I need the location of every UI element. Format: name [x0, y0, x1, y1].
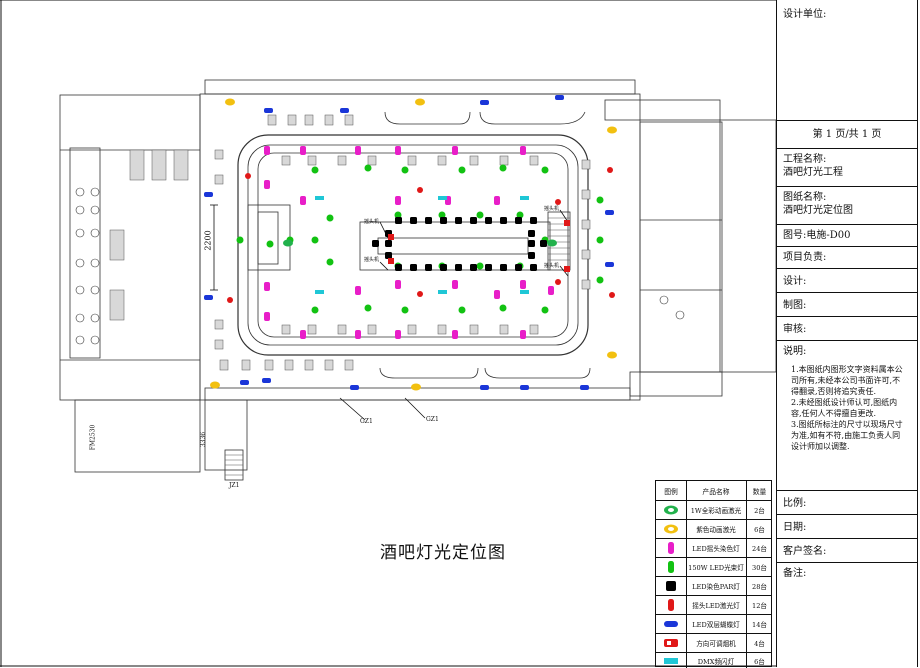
- project-name-label: 工程名称:: [783, 154, 827, 165]
- control-label: 摇头机: [544, 263, 560, 269]
- legend-item-name: 摇头LED激光灯: [686, 596, 747, 614]
- remarks-field: 备注:: [777, 562, 917, 667]
- legend-item-name: 1W全彩动画激光: [686, 501, 747, 519]
- review-field: 审核:: [777, 316, 917, 340]
- fm-label: FM2530: [89, 424, 97, 451]
- legend-row: DMX频闪灯 6台: [656, 652, 771, 668]
- strobe-icon: [664, 657, 678, 664]
- note-line: 容,任何人不得擅自更改.: [791, 409, 877, 418]
- legend-item-qty: 14台: [752, 621, 767, 629]
- legend-item-qty: 4台: [754, 640, 765, 648]
- beam-light-icon: [668, 561, 674, 573]
- legend-item-qty: 12台: [752, 602, 767, 610]
- project-name-block: 工程名称: 酒吧灯光工程: [777, 148, 917, 186]
- gz1-label-a: GZ1: [360, 418, 373, 425]
- gz1-label-b: GZ1: [426, 416, 439, 423]
- drawing-name-label: 图纸名称:: [783, 192, 827, 203]
- dim-3336-label: 3336: [200, 431, 208, 448]
- control-label: 摇头机: [364, 219, 380, 225]
- rgb-laser-icon: [664, 505, 678, 515]
- legend-row: 紫色动画激光 6台: [656, 519, 771, 538]
- drawing-number: 图号:电施-D00: [777, 224, 917, 246]
- legend-row: LED摇头染色灯 24台: [656, 538, 771, 557]
- drawing-title: 酒吧灯光定位图: [380, 543, 506, 563]
- design-field: 设计:: [777, 268, 917, 292]
- legend-item-name: LED染色PAR灯: [686, 577, 747, 595]
- client-signature-field: 客户签名:: [777, 538, 917, 562]
- legend-item-qty: 24台: [752, 545, 767, 553]
- legend-header-qty: 数量: [752, 487, 767, 496]
- legend-item-qty: 6台: [754, 526, 765, 534]
- title-block: 设计单位: 第 1 页/共 1 页 工程名称: 酒吧灯光工程 图纸名称: 酒吧灯…: [776, 0, 918, 667]
- legend-item-name: DMX频闪灯: [686, 653, 747, 668]
- moving-head-wash-icon: [668, 542, 674, 554]
- legend-header-icon: 图例: [656, 481, 687, 500]
- note-line: 得翻录,否则将追究责任.: [791, 387, 877, 396]
- light-fixtures: [204, 95, 617, 391]
- legend-item-qty: 6台: [754, 657, 765, 666]
- dimension-label: 2200: [203, 230, 213, 251]
- purple-laser-icon: [664, 524, 678, 534]
- legend-table: 图例 产品名称 数量 1W全彩动画激光 2台 紫色动画激光 6台 LED摇头染色…: [655, 480, 772, 668]
- legend-row: LED双层蝴蝶灯 14台: [656, 614, 771, 633]
- note-line: 为准,如有不符,由施工负责人同: [791, 431, 901, 440]
- control-label: 摇头机: [544, 206, 560, 212]
- legend-item-qty: 30台: [752, 564, 767, 572]
- scale-field: 比例:: [777, 490, 917, 514]
- legend-header-name: 产品名称: [686, 481, 747, 500]
- notes-text: 1.本图纸内图形文字资料属本公 司所有,未经本公司书面许可,不 得翻录,否则将追…: [783, 358, 917, 452]
- notes-label: 说明:: [783, 346, 807, 357]
- legend-row: 方向可调烟机 4台: [656, 633, 771, 652]
- project-lead: 项目负责:: [777, 246, 917, 268]
- smoke-machine-icon: [664, 639, 678, 647]
- legend-item-name: LED双层蝴蝶灯: [686, 615, 747, 633]
- legend-item-qty: 28台: [752, 583, 767, 591]
- date-field: 日期:: [777, 514, 917, 538]
- legend-item-qty: 2台: [754, 507, 765, 515]
- notes-block: 说明: 1.本图纸内图形文字资料属本公 司所有,未经本公司书面许可,不 得翻录,…: [777, 340, 917, 490]
- butterfly-light-icon: [664, 621, 678, 627]
- note-line: 设计师加以调整.: [791, 442, 850, 451]
- project-name: 酒吧灯光工程: [783, 167, 843, 178]
- legend-row: 1W全彩动画激光 2台: [656, 500, 771, 519]
- note-line: 2.未经图纸设计师认可,图纸内: [791, 398, 898, 407]
- jz1-label: JZ1: [229, 482, 240, 489]
- note-line: 司所有,未经本公司书面许可,不: [791, 376, 901, 385]
- drafting-field: 制图:: [777, 292, 917, 316]
- drawing-name: 酒吧灯光定位图: [783, 205, 853, 216]
- moving-head-laser-icon: [668, 599, 674, 611]
- note-line: 1.本图纸内图形文字资料属本公: [791, 365, 903, 374]
- par-light-icon: [666, 581, 676, 591]
- legend-row: LED染色PAR灯 28台: [656, 576, 771, 595]
- page-number: 第 1 页/共 1 页: [777, 120, 917, 148]
- legend-item-name: 150W LED光束灯: [686, 558, 747, 576]
- floor-plan: [0, 0, 776, 667]
- note-line: 3.图纸所标注的尺寸以现场尺寸: [791, 420, 903, 429]
- drawing-name-block: 图纸名称: 酒吧灯光定位图: [777, 186, 917, 224]
- legend-item-name: 紫色动画激光: [686, 520, 747, 538]
- legend-header: 图例 产品名称 数量: [656, 481, 771, 500]
- legend-item-name: 方向可调烟机: [686, 634, 747, 652]
- control-label: 摇头机: [364, 257, 380, 263]
- legend-row: 150W LED光束灯 30台: [656, 557, 771, 576]
- legend-item-name: LED摇头染色灯: [686, 539, 747, 557]
- legend-row: 摇头LED激光灯 12台: [656, 595, 771, 614]
- design-unit: 设计单位:: [783, 9, 827, 20]
